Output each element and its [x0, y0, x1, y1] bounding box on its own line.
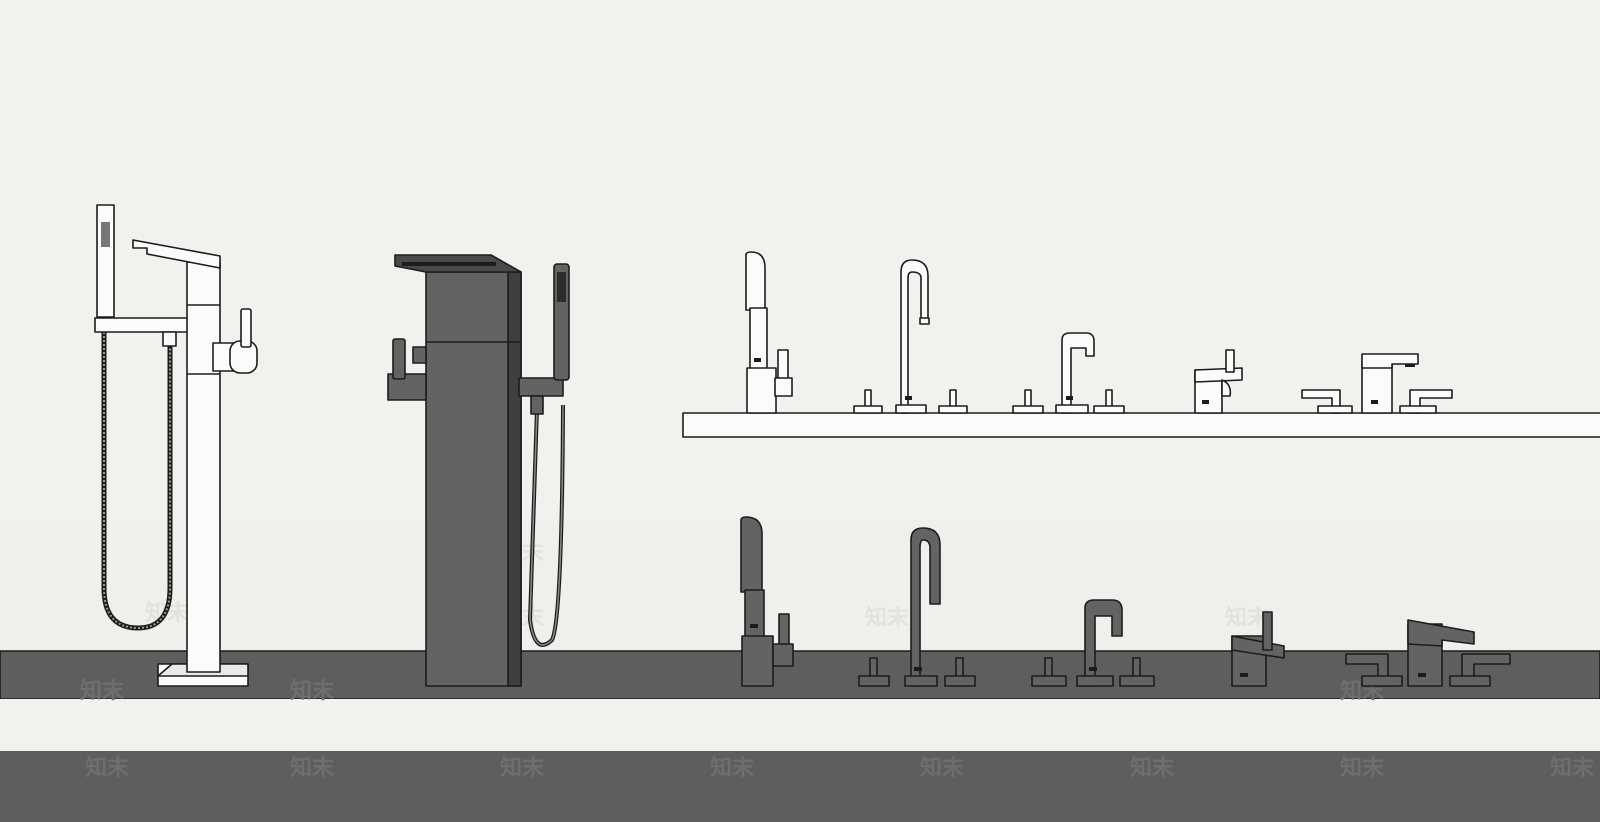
widespread-faucet-icon — [1301, 353, 1453, 414]
brand-badge — [905, 396, 912, 400]
valve-stem — [412, 346, 427, 364]
brand-badge — [754, 358, 761, 362]
faucet-base — [746, 367, 777, 414]
handle-left-base — [853, 405, 883, 414]
widespread-faucet-icon — [1345, 619, 1511, 687]
brand-badge — [914, 667, 922, 671]
hand-shower — [96, 204, 115, 318]
lever — [1225, 349, 1235, 373]
spout — [1194, 367, 1243, 383]
watermark: 知末 — [1550, 755, 1595, 781]
lever-base — [772, 643, 794, 667]
widespread-faucet-icon — [858, 527, 976, 687]
handle-right-base — [1119, 675, 1155, 687]
lever-base — [774, 377, 793, 397]
handle-left-base — [1012, 405, 1044, 414]
brand-badge — [1202, 400, 1209, 404]
brand-badge — [750, 624, 758, 628]
watermark: 知末 — [85, 755, 130, 781]
flat-spout — [1361, 353, 1419, 369]
flat-spout — [1407, 619, 1475, 647]
faucet-body — [744, 589, 765, 639]
floor-standing-mixer-icon — [387, 254, 570, 687]
spout-arch — [745, 251, 766, 311]
basin-faucet-icon — [740, 516, 794, 687]
handle-right — [955, 657, 964, 679]
white-counter-ledge — [682, 412, 1600, 438]
watermark: 知末 — [500, 755, 545, 781]
widespread-faucet-icon — [1012, 332, 1125, 414]
column — [186, 261, 221, 673]
widespread-faucet-icon — [853, 259, 968, 414]
lever-left-base — [1361, 675, 1403, 687]
watermark: 知末 — [290, 755, 335, 781]
brand-badge — [1089, 667, 1097, 671]
handle-left-base — [858, 675, 890, 687]
square-spout — [1084, 599, 1123, 687]
lever-right-base — [1399, 405, 1437, 414]
brand-badge — [1066, 396, 1073, 400]
handle-left — [869, 657, 878, 679]
watermark: 知末 — [920, 755, 965, 781]
brand-badge — [1371, 400, 1378, 404]
spout-base — [904, 675, 938, 687]
handle-left — [1044, 657, 1053, 679]
column-body — [425, 271, 522, 687]
white-gap — [0, 699, 1600, 751]
brand-badge — [1418, 673, 1426, 677]
handle-right-base — [944, 675, 976, 687]
freestanding-tub-filler-icon — [94, 204, 258, 687]
gooseneck-spout — [900, 259, 929, 414]
spout-arch — [740, 516, 763, 593]
shower-holder-arm — [94, 317, 189, 333]
lever-right-base — [1449, 675, 1491, 687]
spout-base — [1076, 675, 1114, 687]
handle-right-base — [938, 405, 968, 414]
brand-badge — [1240, 673, 1248, 677]
watermark: 知末 — [1130, 755, 1175, 781]
basin-faucet-icon — [1194, 349, 1243, 414]
watermark: 知末 — [1340, 755, 1385, 781]
handle-right-base — [1093, 405, 1125, 414]
hose-inner — [103, 312, 171, 630]
faucet-base — [741, 635, 774, 687]
spout-base — [1055, 404, 1089, 414]
shower-head-grille — [101, 222, 110, 247]
dark-ledge — [0, 650, 1600, 700]
basin-faucet-icon — [745, 251, 793, 414]
spout — [132, 239, 221, 269]
faucet-body — [1361, 361, 1393, 414]
widespread-faucet-icon — [1031, 599, 1155, 687]
shower-head-grille — [557, 272, 566, 302]
gooseneck-spout — [910, 527, 941, 687]
holder-connector — [162, 331, 177, 347]
holder-connector — [530, 395, 544, 415]
spout-outlet — [1405, 364, 1415, 367]
lever — [1262, 611, 1273, 651]
square-spout — [1061, 332, 1095, 414]
valve-lever — [392, 338, 406, 380]
mixer-lever — [240, 308, 252, 348]
handle-right — [1132, 657, 1141, 679]
curved-handle — [1221, 379, 1232, 397]
handle-left-base — [1031, 675, 1067, 687]
light-strip — [0, 520, 1600, 650]
dark-floor-band — [0, 751, 1600, 822]
hose-inner — [529, 404, 564, 646]
column-side — [507, 271, 522, 687]
watermark: 知末 — [865, 605, 910, 631]
spout-tip — [919, 317, 930, 325]
spout-base — [895, 404, 927, 414]
watermark: 知末 — [710, 755, 755, 781]
watermark: 知末 — [290, 678, 335, 704]
lever-left-base — [1317, 405, 1353, 414]
basin-faucet-icon — [1231, 611, 1285, 687]
watermark: 知末 — [80, 678, 125, 704]
waterfall-slot — [402, 262, 496, 266]
